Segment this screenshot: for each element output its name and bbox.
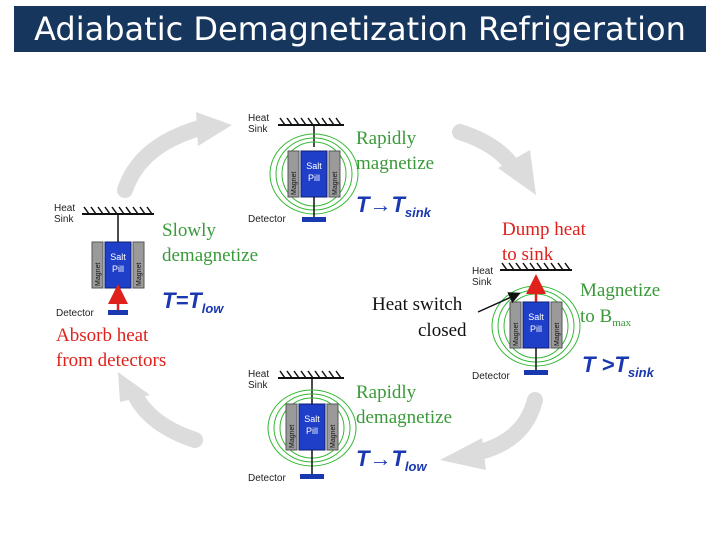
heat-sink-label-right-1: Heat <box>472 266 493 277</box>
heat-sink-label-bottom-1: Heat <box>248 369 269 380</box>
salt-pill-label-2: Pill <box>112 264 124 274</box>
detector-label-left: Detector <box>56 308 94 319</box>
magnet-label-right: Magnet <box>330 425 337 448</box>
cycle-arrows <box>117 112 543 470</box>
cycle-arrowhead-bottom-right <box>440 438 486 470</box>
salt-pill-label-1: Salt <box>528 312 544 322</box>
note-label-right-1: Dump heat <box>502 219 587 240</box>
heat-sink-label-left-2: Sink <box>54 214 74 225</box>
note-label-left-2: from detectors <box>56 350 166 371</box>
cycle-arrowhead-top-right <box>498 150 536 195</box>
heat-sink-label-right-2: Sink <box>472 277 492 288</box>
note-label-right-2: to sink <box>502 244 554 265</box>
magnet-right <box>328 150 341 198</box>
unit-right: Magnet Magnet Salt Pill <box>491 262 581 375</box>
magnet-left <box>287 150 300 198</box>
cycle-arrow-bottom-right <box>472 392 543 460</box>
action-label-top-1: Rapidly <box>356 128 417 149</box>
unit-top: Magnet Magnet Salt Pill <box>269 117 359 222</box>
detector-label-bottom: Detector <box>248 473 286 484</box>
heat-sink-hatch <box>278 370 344 379</box>
action-label-bottom-1: Rapidly <box>356 382 417 403</box>
heat-switch-label-1: Heat switch <box>372 294 463 315</box>
salt-pill-label-2: Pill <box>530 324 542 334</box>
heat-switch-pointer <box>477 292 521 313</box>
action-label-top-2: magnetize <box>356 153 434 174</box>
cycle-arrowhead-top-left <box>196 112 232 146</box>
magnet-label-left: Magnet <box>95 263 102 286</box>
magnet-label-left: Magnet <box>289 425 296 448</box>
magnet-label-left: Magnet <box>513 323 520 346</box>
heat-sink-hatch <box>82 206 154 215</box>
salt-pill-label-2: Pill <box>306 426 318 436</box>
action-label-left-2: demagnetize <box>162 245 258 266</box>
heat-sink-label-left-1: Heat <box>54 203 75 214</box>
heat-sink-label-top-1: Heat <box>248 113 269 124</box>
cycle-arrow-top-left <box>117 120 208 198</box>
temp-label-left: T=Tlow <box>162 288 224 316</box>
detector-bar <box>302 217 326 222</box>
magnet-label-right: Magnet <box>136 263 143 286</box>
temp-label-right: T >Tsink <box>582 352 655 380</box>
cycle-arrowhead-bottom-left <box>118 372 150 402</box>
magnet-right <box>132 241 145 289</box>
salt-pill <box>300 150 328 198</box>
salt-pill <box>522 301 550 349</box>
salt-pill-label-1: Salt <box>304 414 320 424</box>
detector-label-top: Detector <box>248 214 286 225</box>
temp-label-top: T→Tsink <box>356 192 432 220</box>
magnet-label-right: Magnet <box>554 323 561 346</box>
action-label-left-1: Slowly <box>162 220 216 241</box>
temp-label-bottom: T→Tlow <box>356 446 427 474</box>
magnet-left <box>285 403 298 451</box>
cycle-arrow-bottom-left <box>127 387 203 448</box>
detector-label-right: Detector <box>472 371 510 382</box>
heat-sink-label-bottom-2: Sink <box>248 380 268 391</box>
unit-left: Magnet Magnet Salt Pill <box>82 206 154 315</box>
unit-bottom: Magnet Magnet Salt Pill <box>267 370 357 479</box>
page-title: Adiabatic Demagnetization Refrigeration <box>34 10 686 48</box>
note-label-left-1: Absorb heat <box>56 325 149 346</box>
magnet-label-left: Magnet <box>291 172 298 195</box>
magnet-right <box>550 301 563 349</box>
heat-switch-label-2: closed <box>418 320 467 341</box>
heat-sink-label-top-2: Sink <box>248 124 268 135</box>
action-label-right-1: Magnetize <box>580 280 660 301</box>
magnet-label-right: Magnet <box>332 172 339 195</box>
heat-sink-hatch <box>278 117 344 126</box>
heat-sink-hatch <box>500 262 572 271</box>
action-label-right-2: to Bmax <box>580 306 632 329</box>
salt-pill-label-1: Salt <box>110 252 126 262</box>
salt-pill-label-2: Pill <box>308 173 320 183</box>
salt-pill-label-1: Salt <box>306 161 322 171</box>
detector-bar <box>108 310 128 315</box>
salt-pill <box>298 403 326 451</box>
title-bar: Adiabatic Demagnetization Refrigeration <box>14 6 706 52</box>
action-label-bottom-2: demagnetize <box>356 407 452 428</box>
magnet-left <box>91 241 104 289</box>
magnet-right <box>326 403 339 451</box>
detector-bar <box>524 370 548 375</box>
detector-bar <box>300 474 324 479</box>
